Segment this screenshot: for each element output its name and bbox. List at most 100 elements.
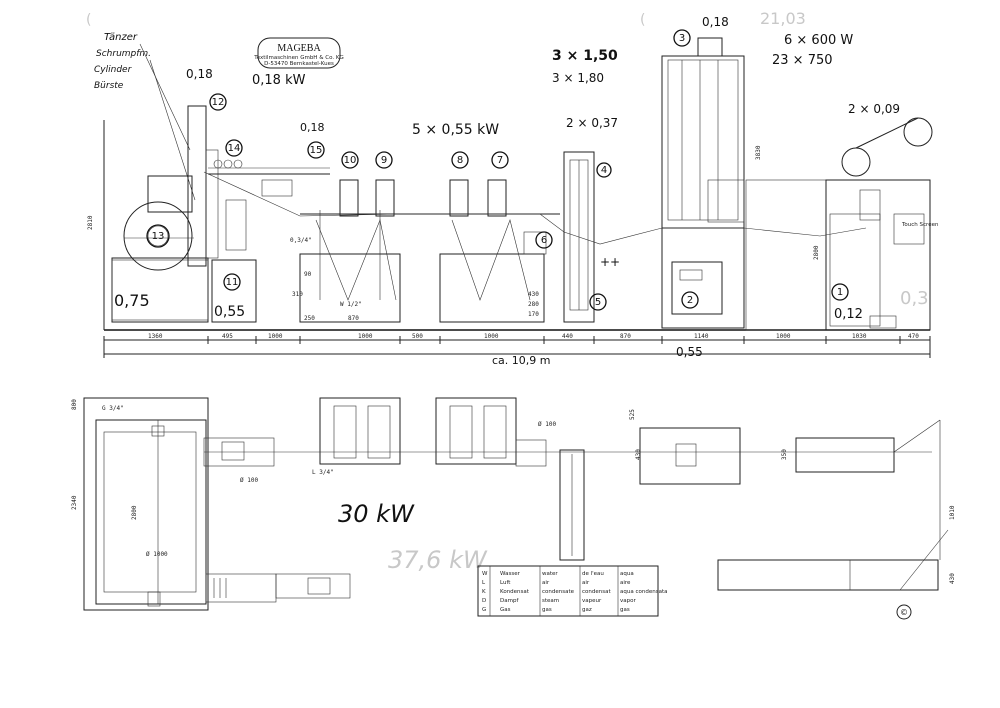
logo-line2: D-53470 Bernkastel-Kues <box>264 61 334 67</box>
svg-text:L: L <box>482 580 486 586</box>
dim-870: 870 <box>620 333 631 340</box>
svg-text:11: 11 <box>226 277 239 288</box>
badge-1: 1 <box>831 283 849 301</box>
svg-text:air: air <box>542 580 550 586</box>
svg-text:G: G <box>482 607 486 613</box>
svg-text:2: 2 <box>687 295 693 306</box>
scan-mark: ( <box>640 12 645 28</box>
note-buerste: Bürste <box>94 81 124 91</box>
badge-15: 15 <box>307 141 325 159</box>
svg-text:1: 1 <box>837 287 843 298</box>
svg-text:5: 5 <box>595 297 601 308</box>
svg-text:air: air <box>582 580 590 586</box>
svg-text:Kondensat: Kondensat <box>500 589 530 595</box>
dim-470: 470 <box>908 333 919 340</box>
svg-text:gas: gas <box>620 607 630 613</box>
plan-dim-d1000: Ø 1000 <box>146 551 168 558</box>
plan-dim-l34: L 3/4" <box>312 469 334 476</box>
svg-text:W: W <box>482 571 488 577</box>
svg-text:Gas: Gas <box>500 607 511 613</box>
small-dim: 0,3/4" <box>290 237 312 244</box>
badge-5: 5 <box>589 293 607 311</box>
svg-text:12: 12 <box>212 97 225 108</box>
svg-text:10: 10 <box>344 155 357 166</box>
module-badges: 12 14 15 10 9 8 7 6 4 5 13 11 3 2 1 <box>146 29 849 311</box>
power-label-4: 2 × 0,37 <box>566 116 618 130</box>
dim-1360: 1360 <box>148 333 163 340</box>
plan-dim-800: 800 <box>71 399 78 410</box>
dim-1030: 1030 <box>852 333 867 340</box>
svg-text:3: 3 <box>679 33 685 44</box>
power-label-5b: 3 × 1,80 <box>552 71 604 85</box>
svg-text:aqua: aqua <box>620 571 634 577</box>
touch-screen-label: Touch Screen <box>901 222 939 228</box>
svg-text:D: D <box>482 598 486 604</box>
svg-text:6: 6 <box>541 235 547 246</box>
elevation-view: ++ Touch Screen 2810 3830 2800 0,75 0,55 <box>87 37 939 359</box>
dim-495: 495 <box>222 333 233 340</box>
motor-13-power: 0,75 <box>114 291 150 310</box>
power-label-5a: 3 × 1,50 <box>552 48 618 64</box>
svg-text:aire: aire <box>620 580 631 586</box>
badge-11: 11 <box>223 273 241 291</box>
dim-1000b: 1000 <box>358 333 373 340</box>
plan-dim-d100b: Ø 100 <box>538 421 556 428</box>
badge-10: 10 <box>341 151 359 169</box>
svg-text:14: 14 <box>228 143 241 154</box>
svg-text:vapor: vapor <box>620 598 636 604</box>
power-label-3b: 21,03 <box>760 9 806 28</box>
badge-12: 12 <box>209 93 227 111</box>
badge-9: 9 <box>375 151 393 169</box>
svg-text:Dampf: Dampf <box>500 598 519 604</box>
power-label-12: 0,18 <box>186 67 213 81</box>
svg-text:7: 7 <box>497 155 503 166</box>
small-dim: 870 <box>348 315 359 322</box>
svg-text:9: 9 <box>381 155 387 166</box>
dimension-chain: 1360 495 1000 1000 500 1000 440 870 1140… <box>103 333 931 367</box>
power-label-14: 0,18 kW <box>252 73 306 88</box>
height-3830: 3830 <box>755 145 762 160</box>
small-dim: 280 <box>528 301 539 308</box>
badge-14: 14 <box>225 139 243 157</box>
svg-text:15: 15 <box>310 145 323 156</box>
height-2810: 2810 <box>87 215 94 230</box>
plan-dim-2340: 2340 <box>71 495 78 510</box>
small-dim: 310 <box>292 291 303 298</box>
dim-1000a: 1000 <box>268 333 283 340</box>
badge-4: 4 <box>596 162 612 178</box>
dim-500: 500 <box>412 333 423 340</box>
small-dim: 430 <box>528 291 539 298</box>
svg-text:gas: gas <box>542 607 552 613</box>
dim-1140: 1140 <box>694 333 709 340</box>
note-taenzer: Tänzer <box>104 32 138 43</box>
plan-dim-1010: 1010 <box>949 505 956 520</box>
power-label-15: 0,18 <box>300 121 325 134</box>
plan-dim-430b: 430 <box>949 573 956 584</box>
badge-3: 3 <box>673 29 691 47</box>
motor-1b-power: 0,3 <box>900 288 929 309</box>
manufacturer-logo: MAGEBA Textilmaschinen GmbH & Co. KG D-5… <box>253 37 344 69</box>
small-dim: 170 <box>528 311 539 318</box>
badge-8: 8 <box>451 151 469 169</box>
small-dim: W 1/2" <box>340 301 362 308</box>
svg-text:K: K <box>482 589 486 595</box>
svg-text:Wasser: Wasser <box>500 571 521 577</box>
small-dim: 250 <box>304 315 315 322</box>
plan-dim-2800: 2800 <box>131 505 138 520</box>
plan-dim-350: 350 <box>781 449 788 460</box>
svg-text:steam: steam <box>542 598 559 604</box>
svg-text:aqua condensata: aqua condensata <box>620 589 667 595</box>
power-label-3: 0,18 <box>702 15 729 29</box>
svg-text:13: 13 <box>152 231 165 242</box>
note-schrumpf: Schrumpfm. <box>96 49 151 59</box>
plan-dim-525: 525 <box>629 409 636 420</box>
cross-mark: ++ <box>600 255 620 269</box>
plan-dim-d100a: Ø 100 <box>240 477 258 484</box>
plan-dim-g34: G 3/4" <box>102 405 124 412</box>
copyright-mark: © <box>896 604 912 620</box>
